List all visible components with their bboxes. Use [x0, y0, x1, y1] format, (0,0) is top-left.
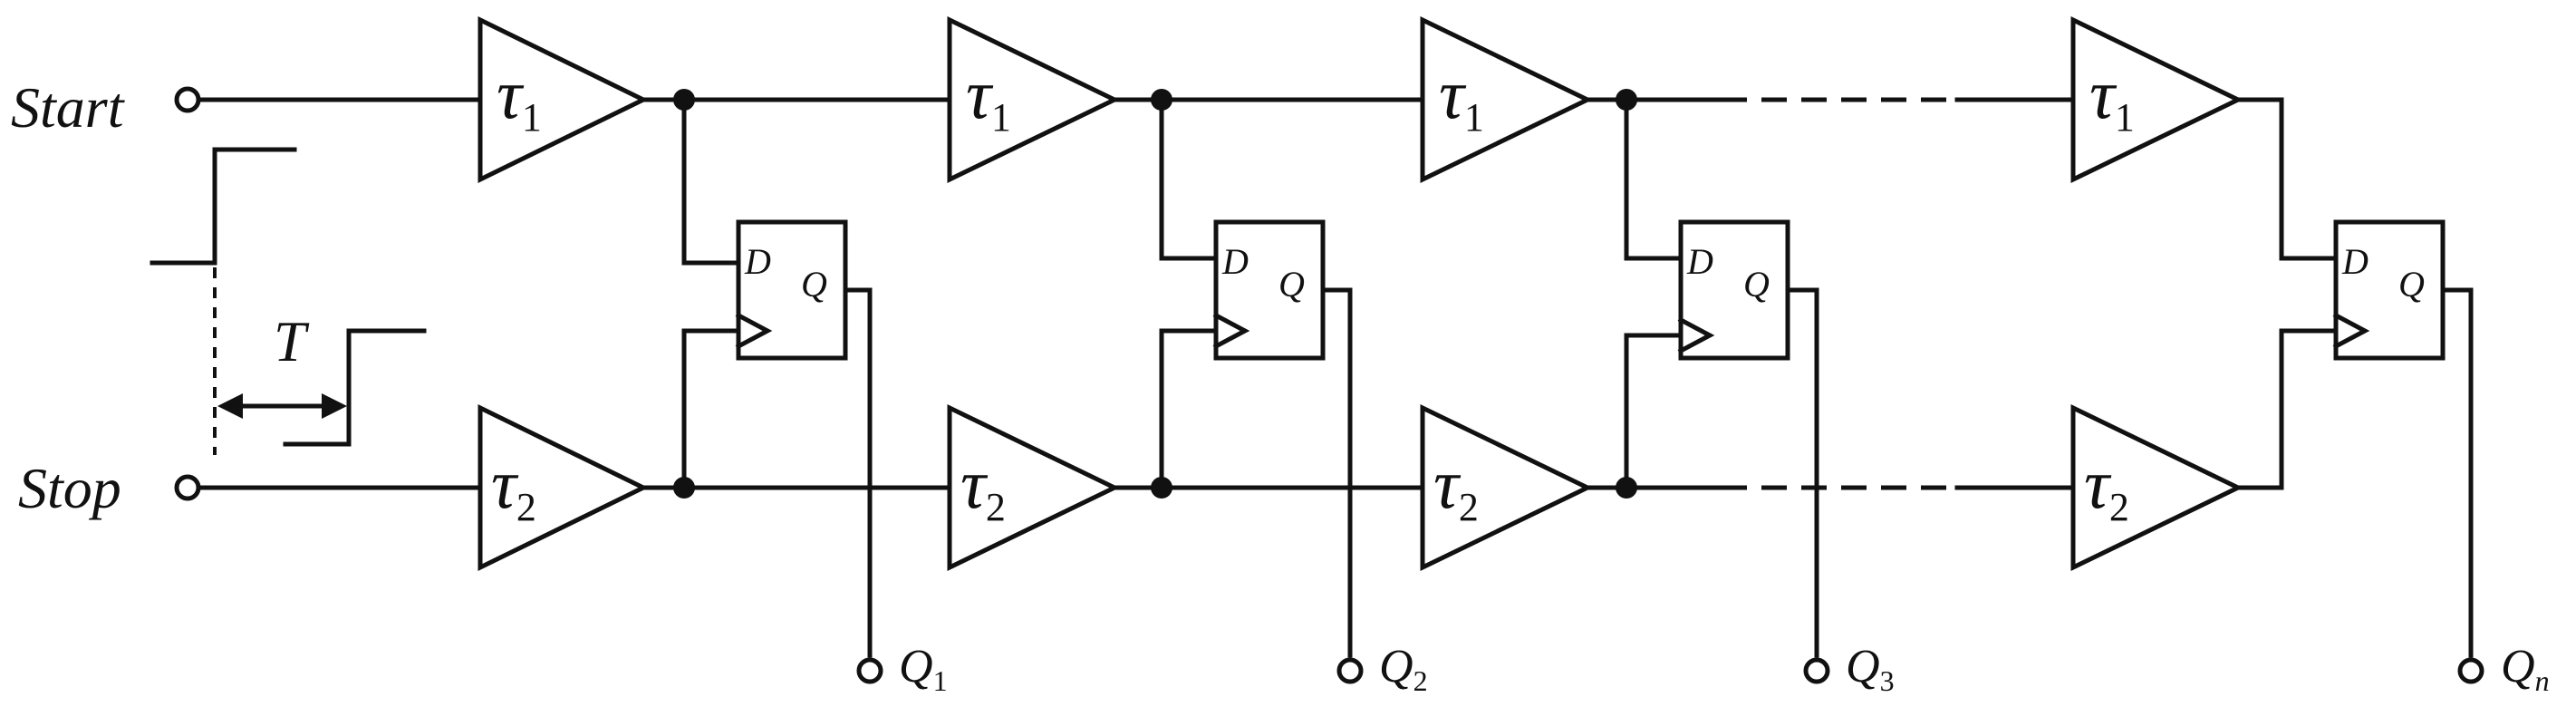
qn-terminal — [2457, 657, 2484, 684]
q3-wire — [1785, 287, 1819, 658]
stage-3-top-junction — [1616, 89, 1637, 111]
flipflop-2-clock-icon — [1212, 312, 1250, 350]
top-buffer-3-triangle — [1420, 16, 1593, 183]
qn-label: Qn — [2501, 641, 2550, 697]
top-buffer-3: τ1 — [1420, 16, 1593, 183]
qn-wire — [2440, 287, 2474, 658]
interval-arrowhead-left — [217, 393, 243, 419]
q2-terminal — [1336, 657, 1364, 684]
stage-1: D Q Q1 — [673, 89, 948, 697]
flipflop-2-q-label: Q — [1278, 264, 1305, 305]
flipflop-3 — [1678, 219, 1790, 361]
interval-arrowhead-right — [322, 393, 347, 419]
flipflop-3-q-label: Q — [1743, 264, 1770, 305]
stage-1-d-wire — [681, 97, 741, 266]
flipflop-n-q-label: Q — [2398, 264, 2425, 305]
stage-3: D Q Q3 — [1616, 89, 1895, 697]
q3-terminal — [1803, 657, 1830, 684]
bottom-buffer-3-triangle — [1420, 404, 1593, 571]
top-buffer-1-triangle — [478, 15, 649, 184]
stage-1-bottom-junction — [673, 477, 695, 499]
stage-3-clk-wire — [1624, 333, 1684, 490]
flipflop-2-d-label: D — [1221, 241, 1249, 282]
stage-n-d-wire — [2235, 97, 2339, 261]
top-buffer-3-label: τ1 — [1439, 54, 1484, 140]
flipflop-2 — [1213, 219, 1326, 361]
interval-label: T — [274, 309, 310, 373]
stop-step-waveform — [283, 328, 427, 447]
bottom-buffer-2-triangle — [947, 404, 1120, 571]
flipflop-1-clock-icon — [735, 312, 773, 350]
flipflop-1-q-label: Q — [801, 264, 827, 305]
start-label: Start — [11, 75, 126, 140]
start-step-waveform — [150, 147, 297, 266]
stage-2-d-wire — [1159, 97, 1219, 261]
bottom-buffer-n: τ2 — [2070, 404, 2243, 571]
top-buffer-n-triangle — [2070, 16, 2243, 183]
top-buffer-2-label: τ1 — [966, 54, 1011, 140]
top-buffer-1-label: τ1 — [497, 54, 542, 140]
top-buffer-n: τ1 — [2070, 16, 2243, 183]
q1-label: Q1 — [899, 641, 948, 697]
bottom-buffer-3-label: τ2 — [1433, 444, 1479, 529]
q3-label: Q3 — [1846, 641, 1895, 697]
bottom-buffer-n-label: τ2 — [2084, 444, 2129, 529]
bottom-buffer-1-label: τ2 — [491, 444, 536, 529]
stage-3-d-wire — [1624, 97, 1684, 261]
stop-label: Stop — [18, 456, 121, 520]
stage-2: D Q Q2 — [1151, 89, 1428, 697]
bottom-buffer-1: τ2 — [478, 403, 649, 572]
bottom-buffer-n-triangle — [2070, 404, 2243, 571]
stage-2-clk-wire — [1159, 328, 1219, 490]
top-buffer-n-label: τ1 — [2089, 54, 2135, 140]
bottom-buffer-1-triangle — [478, 403, 649, 572]
flipflop-3-clock-icon — [1677, 316, 1715, 354]
stage-n-clk-wire — [2235, 328, 2339, 490]
top-buffer-2: τ1 — [947, 16, 1120, 183]
bottom-buffer-2-label: τ2 — [960, 444, 1006, 529]
stage-3-bottom-junction — [1616, 477, 1637, 499]
start-terminal — [174, 86, 201, 113]
flipflop-1-d-label: D — [744, 241, 771, 282]
top-buffer-2-triangle — [947, 16, 1120, 183]
flipflop-n-d-label: D — [2341, 241, 2369, 282]
q1-terminal — [856, 657, 883, 684]
stop-terminal — [174, 474, 201, 501]
stage-1-clk-wire — [681, 328, 741, 490]
q1-wire — [843, 287, 873, 658]
stage-2-top-junction — [1151, 89, 1172, 111]
stage-n: D Q Qn — [2235, 97, 2550, 697]
top-buffer-1: τ1 — [478, 15, 649, 184]
bottom-buffer-3: τ2 — [1420, 404, 1593, 571]
q2-label: Q2 — [1379, 641, 1428, 697]
stage-2-bottom-junction — [1151, 477, 1172, 499]
q2-wire — [1320, 287, 1353, 658]
stage-1-top-junction — [673, 89, 695, 111]
bottom-buffer-2: τ2 — [947, 404, 1120, 571]
flipflop-3-d-label: D — [1686, 241, 1713, 282]
flipflop-n-clock-icon — [2332, 312, 2370, 350]
